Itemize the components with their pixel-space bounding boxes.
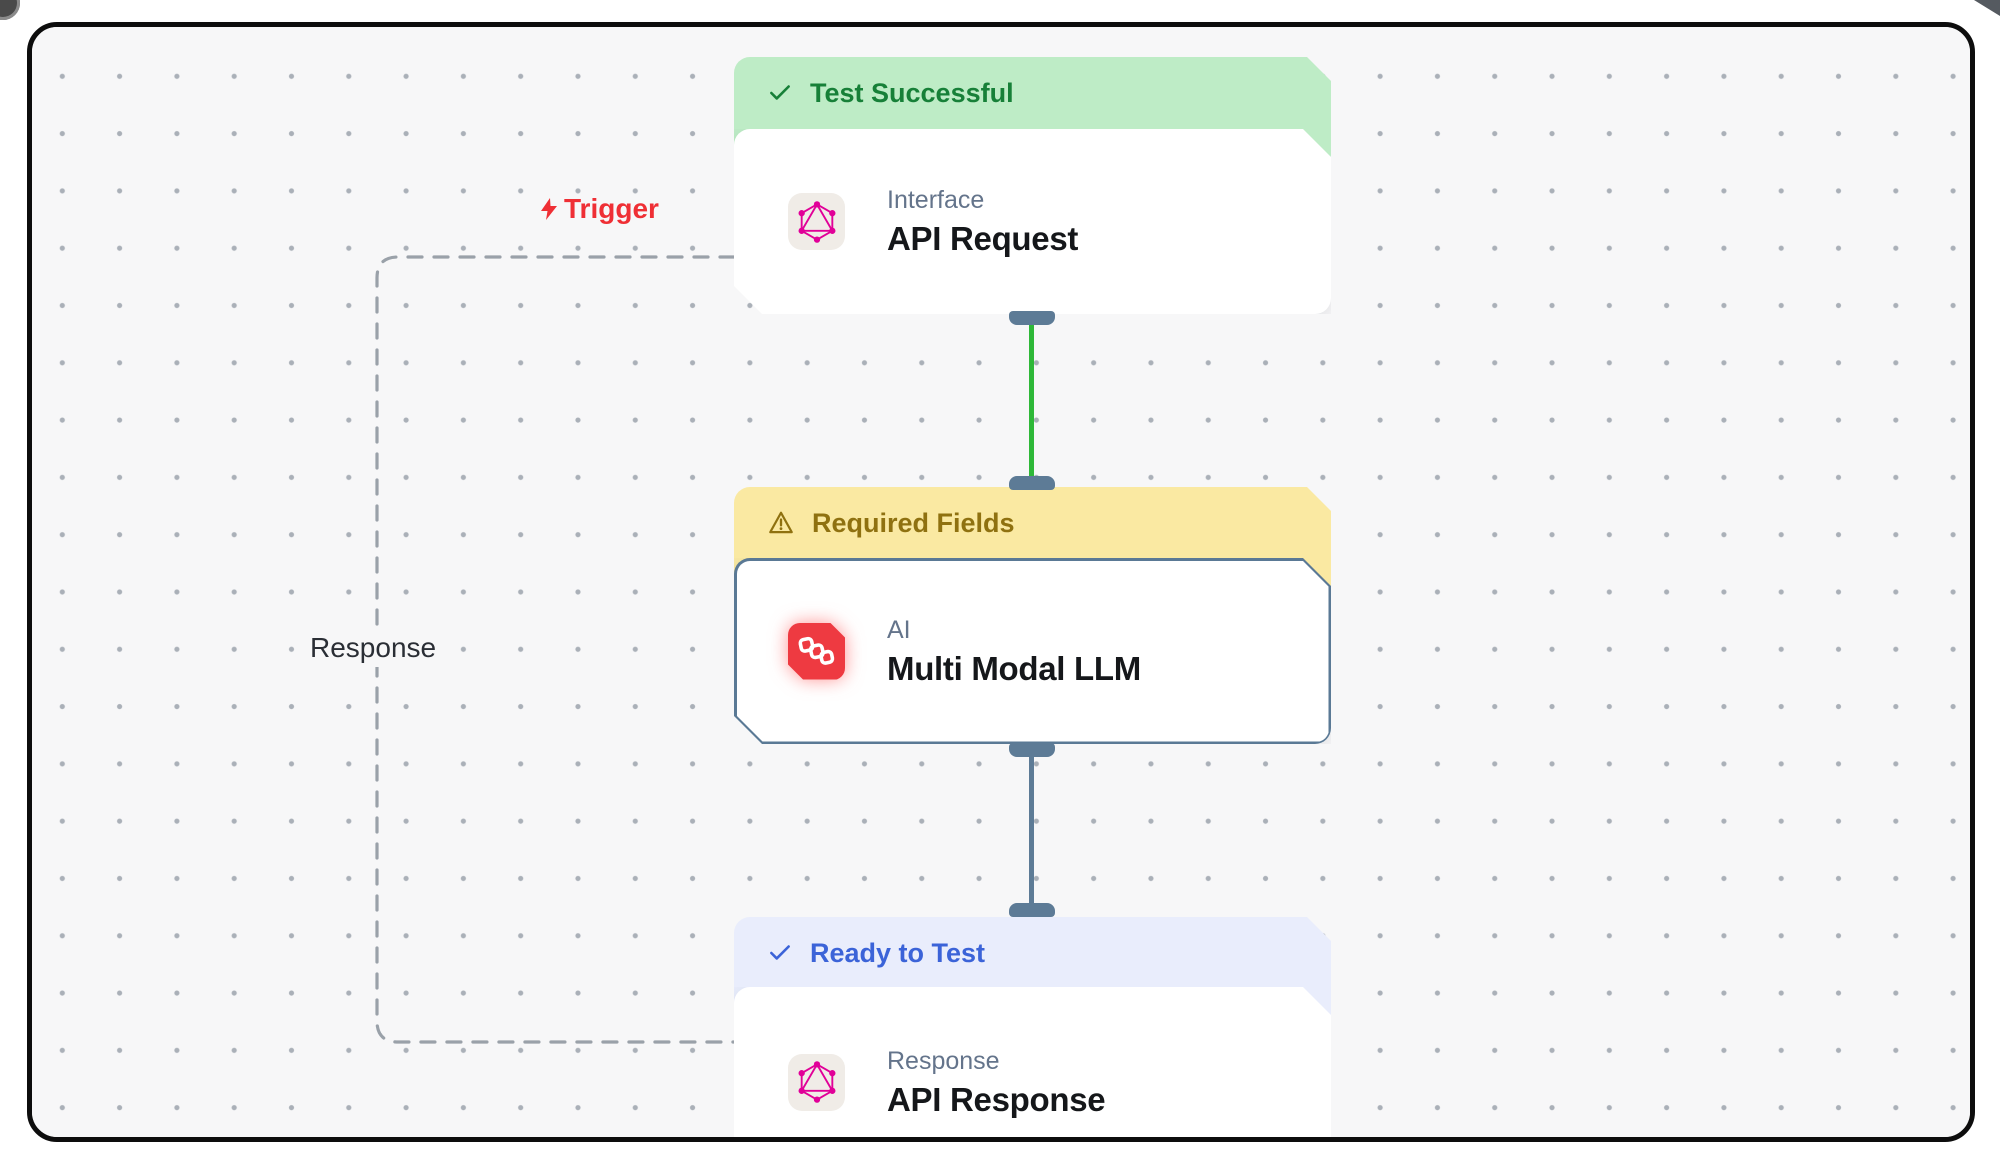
output-handle-multi-modal-llm[interactable] — [1009, 743, 1055, 757]
node-title: Multi Modal LLM — [887, 649, 1141, 687]
node-card[interactable]: Interface API Request — [734, 129, 1331, 314]
desktop-corner-fragment-right — [1974, 0, 2000, 16]
node-title: API Response — [887, 1080, 1106, 1118]
status-label: Test Successful — [810, 77, 1014, 108]
graphql-icon — [788, 193, 845, 250]
input-handle-multi-modal-llm[interactable] — [1009, 476, 1055, 490]
node-title: API Request — [887, 220, 1079, 257]
edge-request-to-llm[interactable] — [1029, 322, 1034, 480]
status-label: Ready to Test — [810, 937, 986, 968]
node-card[interactable]: AI Multi Modal LLM — [734, 558, 1331, 744]
node-card[interactable]: Response API Response — [734, 987, 1331, 1142]
check-icon — [767, 940, 793, 966]
desktop-corner-fragment-left — [0, 0, 20, 20]
node-category: AI — [887, 615, 911, 644]
trigger-label: Trigger — [537, 193, 659, 225]
graphql-icon — [788, 1054, 845, 1111]
node-multi-modal-llm[interactable]: Required Fields — [734, 487, 1331, 743]
node-api-response[interactable]: Ready to Test — [734, 917, 1331, 1142]
response-edge-label: Response — [301, 629, 446, 667]
node-category: Response — [887, 1046, 1000, 1075]
input-handle-api-response[interactable] — [1009, 903, 1055, 917]
workflow-window-frame: Trigger Response Test Successful — [27, 22, 1975, 1142]
node-api-request[interactable]: Test Successful — [734, 57, 1331, 314]
warning-icon — [767, 509, 795, 537]
node-category: Interface — [887, 186, 985, 214]
workflow-canvas[interactable]: Trigger Response Test Successful — [32, 27, 1970, 1142]
output-handle-api-request[interactable] — [1009, 311, 1055, 325]
trigger-label-text: Trigger — [564, 193, 659, 224]
chain-link-icon — [788, 623, 845, 680]
lightning-bolt-icon — [541, 198, 557, 220]
check-icon — [767, 80, 793, 106]
edge-llm-to-response[interactable] — [1029, 752, 1034, 908]
status-label: Required Fields — [812, 507, 1015, 538]
